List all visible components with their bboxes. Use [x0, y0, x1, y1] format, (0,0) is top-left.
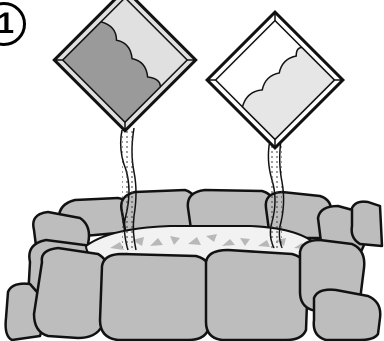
light-sand-stream — [268, 140, 283, 248]
dark-gravel-stream — [121, 128, 136, 250]
dark-gravel-bag — [54, 0, 195, 131]
light-sand-bag — [207, 12, 343, 148]
